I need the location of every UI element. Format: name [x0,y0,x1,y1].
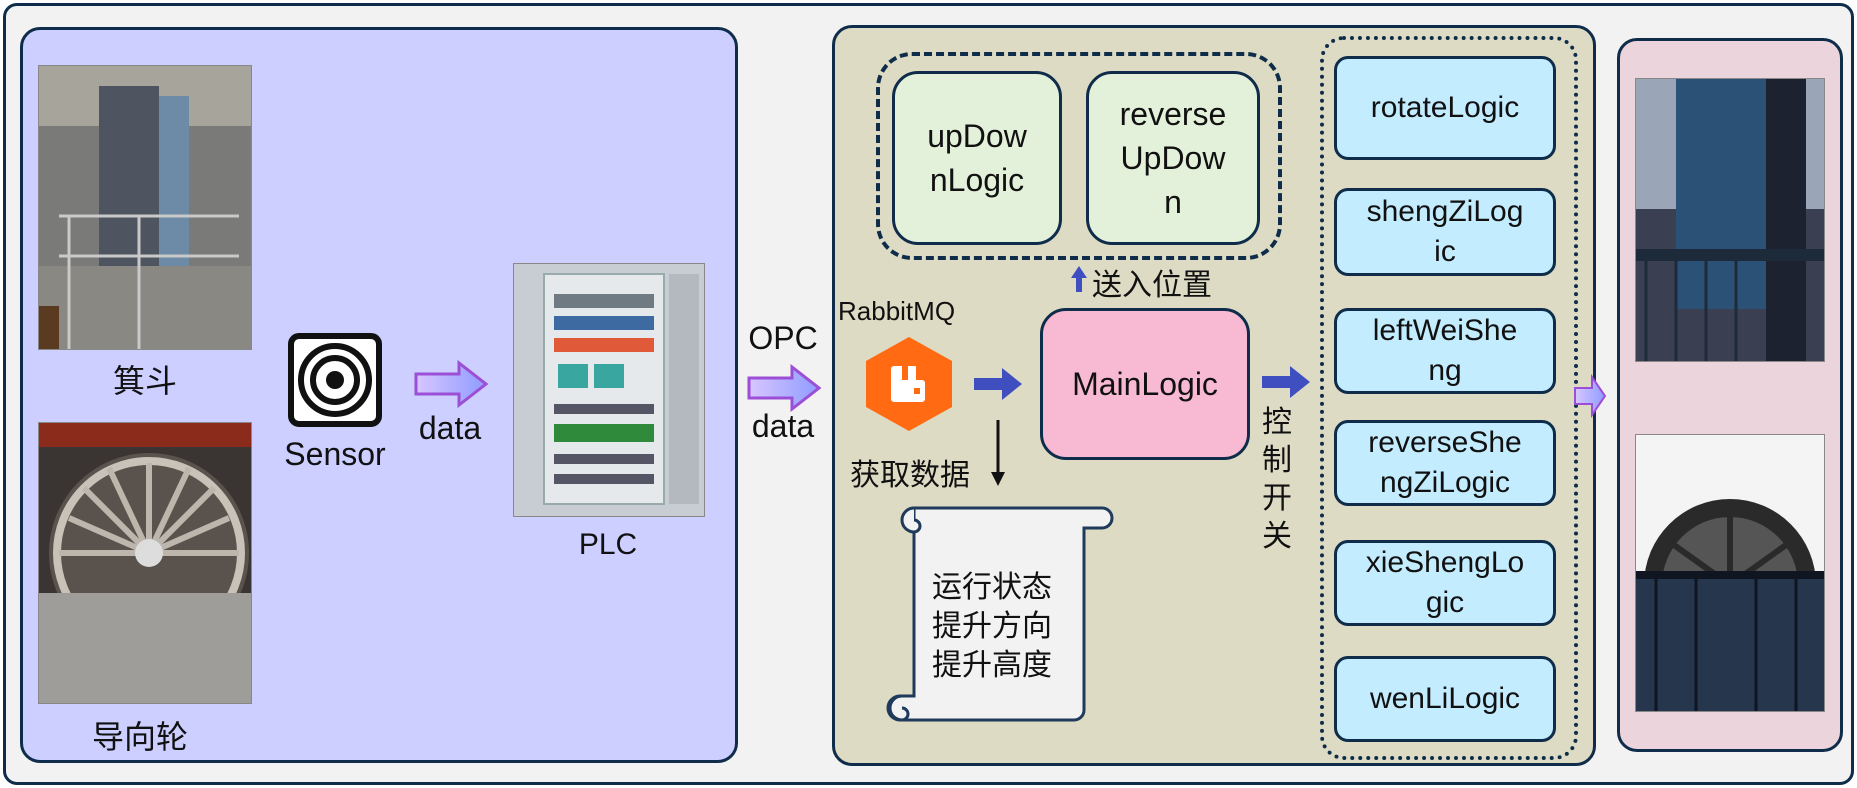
reverse-updown-box[interactable]: reverse UpDow n [1086,71,1260,245]
updown-logic-label: upDow nLogic [927,118,1027,198]
control-switch-label: 控 制 开 关 [1262,405,1292,554]
bucket-photo [38,65,252,350]
position-logic-group [876,52,1282,260]
up-arrow-icon [1070,264,1088,294]
logic-module-label: rotateLogic [1370,91,1520,124]
logic-module-leftweisheng[interactable]: leftWeiShe ng [1334,308,1556,394]
logic-module-label: reverseShe ngZiLogic [1368,426,1522,499]
opc-data-label: data [751,408,815,444]
guide-wheel-photo [38,422,252,704]
3d-bucket-render [1635,78,1825,362]
rabbitmq-icon [862,334,956,434]
sensor-icon [287,332,383,428]
scroll-line-1: 运行状态 [932,570,1052,605]
fetch-data-arrow-icon [988,418,1008,488]
scroll-icon [880,494,1116,728]
data-label-1: data [418,410,482,446]
data-arrow-icon [413,359,489,409]
logic-module-label: shengZiLog ic [1366,195,1524,268]
logic-module-label: leftWeiShe ng [1372,314,1518,387]
plc-label: PLC [578,528,638,561]
bucket-label: 箕斗 [112,362,177,400]
logic-module-xiesheng[interactable]: xieShengLo gic [1334,540,1556,626]
arrow-to-3d-icon [1572,373,1608,419]
opc-arrow-icon [746,363,822,413]
rabbitmq-label: RabbitMQ [838,296,956,326]
3d-guide-wheel-render [1635,434,1825,712]
plc-photo [513,263,705,517]
logic-module-wenli[interactable]: wenLiLogic [1334,656,1556,742]
main-logic-box[interactable]: MainLogic [1040,308,1250,460]
scroll-line-2: 提升方向 [932,609,1052,644]
logic-module-label: xieShengLo gic [1365,546,1525,619]
guide-wheel-label: 导向轮 [91,718,188,756]
fetch-data-label: 获取数据 [850,458,970,493]
arrow-to-main-icon [972,366,1024,402]
updown-logic-box[interactable]: upDow nLogic [892,71,1062,245]
logic-module-reverseshengzi[interactable]: reverseShe ngZiLogic [1334,420,1556,506]
arrow-to-modules-icon [1260,364,1312,400]
scroll-line-3: 提升高度 [932,648,1052,683]
main-logic-label: MainLogic [1072,365,1218,402]
reverse-updown-label: reverse UpDow n [1119,96,1227,220]
send-position-label: 送入位置 [1092,268,1212,303]
logic-module-label: wenLiLogic [1369,682,1521,715]
opc-label: OPC [748,320,818,356]
logic-module-shengzi[interactable]: shengZiLog ic [1334,188,1556,276]
sensor-label: Sensor [284,436,386,472]
logic-module-rotate[interactable]: rotateLogic [1334,56,1556,160]
